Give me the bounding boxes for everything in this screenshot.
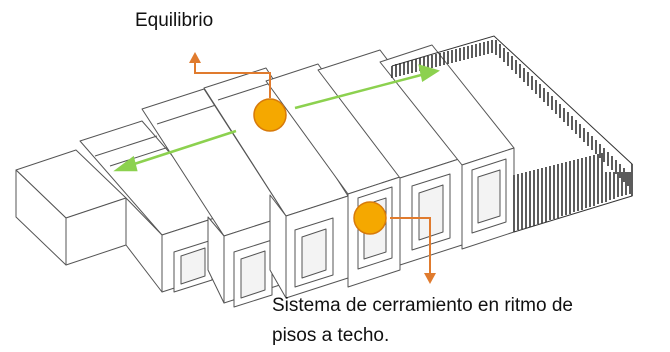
arrow-down-icon <box>424 273 436 284</box>
balance-arrows <box>113 64 440 172</box>
building-block-0 <box>15 149 127 266</box>
balance-arrowhead-right <box>418 64 440 83</box>
label-cerramiento-line1: Sistema de cerramiento en ritmo de <box>272 295 573 316</box>
building-block-6 <box>379 44 515 250</box>
building-block-5 <box>317 49 463 266</box>
building-block-2 <box>141 88 287 308</box>
leader-cerramiento <box>390 217 431 273</box>
label-equilibrio: Equilibrio <box>135 10 214 31</box>
building-block-3 <box>203 67 349 299</box>
arrow-up-icon <box>189 52 201 63</box>
balance-arrowhead-left <box>113 155 138 172</box>
building-block-4 <box>265 63 401 288</box>
marker-equilibrio <box>253 98 287 132</box>
leader-lines <box>189 52 436 284</box>
leader-equilibrio <box>194 62 271 98</box>
marker-cerramiento <box>353 201 387 235</box>
building-block-1 <box>79 120 225 293</box>
balance-arrow-left <box>127 129 237 168</box>
slatted-enclosure <box>391 35 633 233</box>
label-cerramiento-line2: pisos a techo. <box>272 325 390 346</box>
balance-arrow-right <box>294 72 426 110</box>
